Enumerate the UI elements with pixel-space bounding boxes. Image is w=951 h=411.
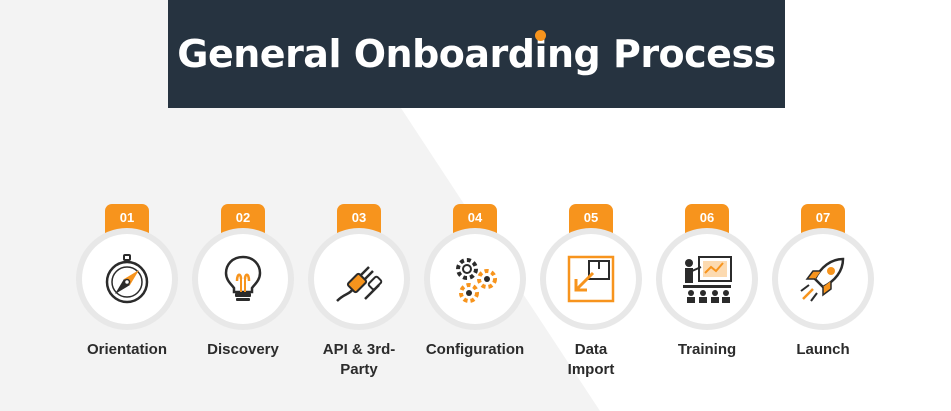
step-label: Launch bbox=[796, 341, 850, 358]
title-banner: General Onboarding Process bbox=[168, 0, 785, 108]
presentation-icon bbox=[683, 256, 732, 303]
step-circle bbox=[76, 228, 178, 330]
step-circle bbox=[540, 228, 642, 330]
step-label: Discovery bbox=[207, 341, 279, 358]
gears-icon bbox=[456, 258, 497, 303]
step-label: Training bbox=[677, 341, 737, 358]
title-accent-dot bbox=[535, 30, 547, 41]
plug-icon bbox=[336, 266, 383, 302]
step-circle bbox=[308, 228, 410, 330]
compass-icon bbox=[105, 254, 149, 304]
step-circle bbox=[192, 228, 294, 330]
step-label: Data Import bbox=[567, 341, 615, 378]
lightbulb-icon bbox=[224, 255, 262, 301]
page-title: General Onboarding Process bbox=[177, 30, 776, 76]
import-box-icon bbox=[567, 255, 615, 303]
rocket-icon bbox=[800, 257, 845, 302]
step-label: Orientation bbox=[86, 341, 167, 358]
step-label: Configuration bbox=[425, 341, 525, 358]
step-circle bbox=[772, 228, 874, 330]
step-circle bbox=[424, 228, 526, 330]
step-circle bbox=[656, 228, 758, 330]
step-label: API & 3rd-Party bbox=[322, 341, 396, 378]
